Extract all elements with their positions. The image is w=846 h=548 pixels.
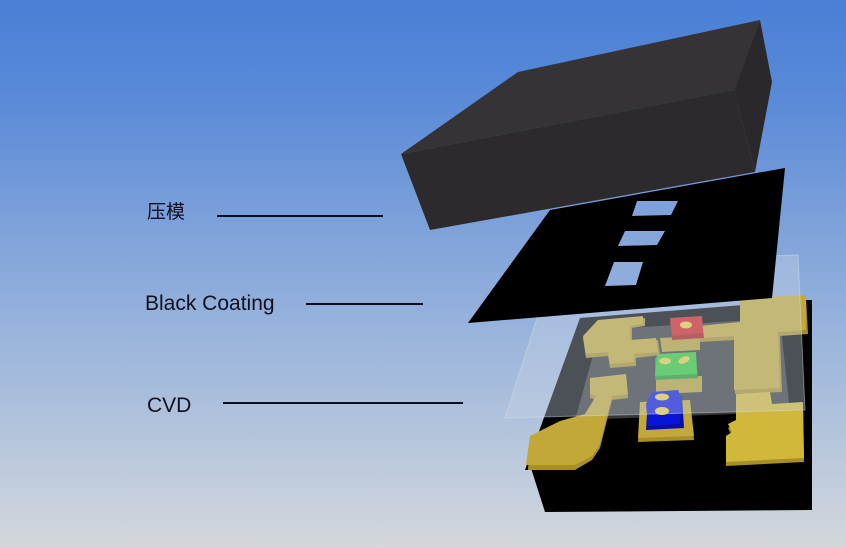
bond-pad	[678, 356, 690, 364]
coating-window	[632, 201, 678, 216]
bond-pad	[659, 357, 671, 365]
black-coating-sheet	[468, 168, 785, 323]
mold-block	[401, 20, 772, 230]
leader-line-mold	[217, 215, 383, 217]
bond-pad	[655, 393, 669, 401]
coating-window	[605, 262, 643, 286]
bond-pad	[655, 407, 669, 415]
blue-chip	[646, 390, 684, 430]
leader-line-black-coating	[306, 303, 423, 305]
green-chip	[655, 352, 698, 380]
label-mold: 压模	[147, 201, 186, 223]
bond-pad	[680, 321, 692, 329]
coating-window	[618, 231, 665, 246]
red-chip	[670, 316, 704, 340]
label-cvd: CVD	[147, 394, 192, 417]
leader-line-cvd	[223, 402, 463, 404]
label-black-coating: Black Coating	[145, 292, 275, 315]
